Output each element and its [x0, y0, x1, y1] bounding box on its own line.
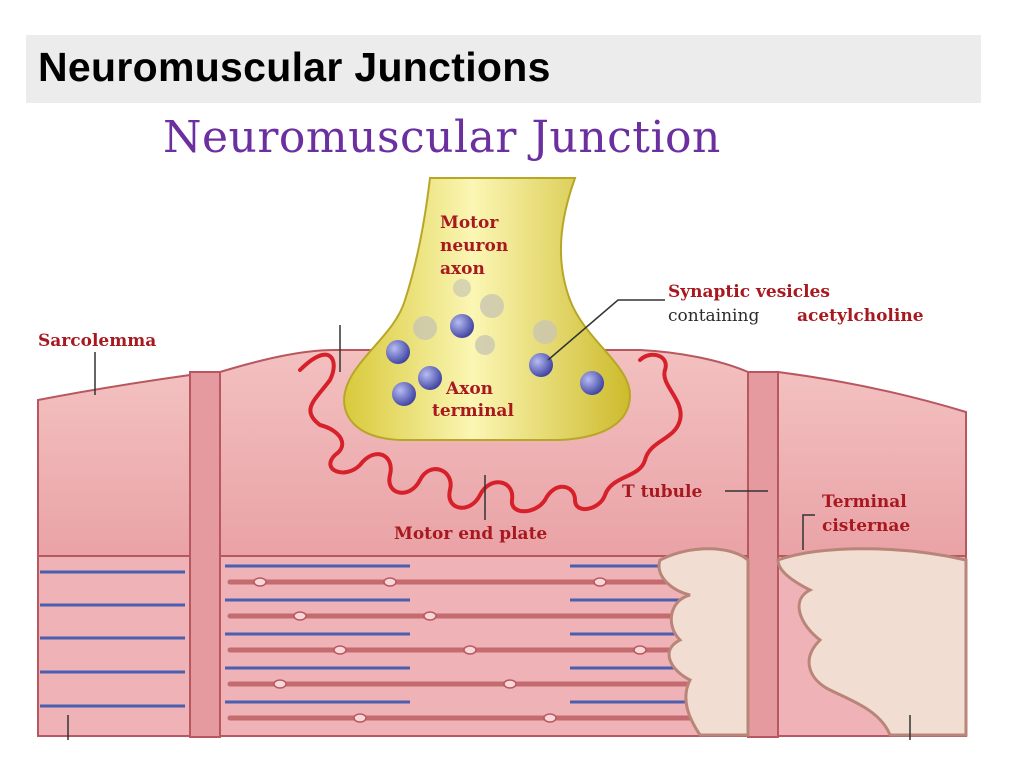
label-axon-terminal-line1: Axon: [446, 379, 494, 399]
label-terminal-cisternae-line2: cisternae: [822, 516, 911, 536]
label-synaptic-vesicles: Synaptic vesicles: [668, 282, 830, 302]
label-terminal-cisternae-line1: Terminal: [822, 492, 907, 512]
t-tubule-right: [747, 371, 779, 738]
label-axon-terminal-line2: terminal: [432, 401, 514, 421]
label-motor-neuron-axon-line3: axon: [440, 259, 485, 279]
t-tubule-left: [189, 371, 221, 738]
myofibril-left: [37, 555, 191, 737]
label-motor-neuron-axon-line2: neuron: [440, 236, 509, 256]
diagram-title: Neuromuscular Junction: [163, 112, 721, 163]
label-t-tubule: T tubule: [622, 482, 703, 502]
sarcoplasmic-reticulum-nodes: [253, 577, 647, 723]
label-acetylcholine: acetylcholine: [797, 306, 924, 326]
label-sarcolemma: Sarcolemma: [38, 331, 157, 351]
label-containing: containing: [668, 306, 760, 326]
slide-header-bar: [26, 35, 981, 103]
myofibril-center: [219, 555, 749, 737]
terminal-cisternae: [657, 547, 968, 737]
label-motor-end-plate: Motor end plate: [394, 524, 548, 544]
leader-lines: [67, 299, 911, 740]
slide-title: Neuromuscular Junctions: [38, 44, 551, 90]
label-motor-neuron-axon-line1: Motor: [440, 213, 499, 233]
motor-end-plate-folds: [298, 352, 683, 514]
synaptic-vesicles: [386, 279, 604, 406]
